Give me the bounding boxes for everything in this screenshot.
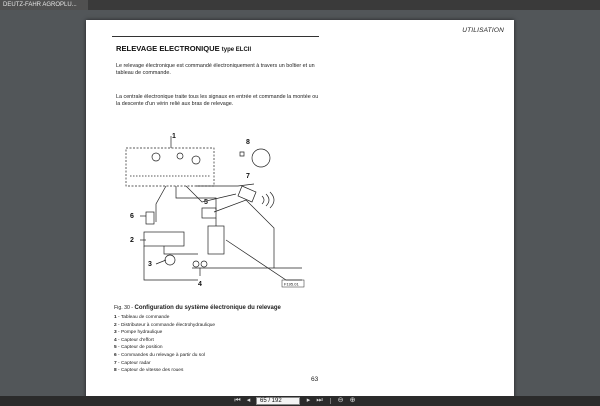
radar-sensor-drawing <box>237 185 257 203</box>
zoom-out-icon[interactable]: ⊖ <box>337 397 344 404</box>
legend-item: 7 - Capteur radar <box>114 360 151 366</box>
figure-caption: Fig. 30 - Configuration du système élect… <box>114 305 281 311</box>
figure-label-5: 5 <box>204 199 208 206</box>
figure-tag: F195.01 <box>284 282 299 287</box>
prev-page-icon[interactable]: ◂ <box>246 397 251 404</box>
pump-drawing <box>164 254 176 266</box>
legend-item: 2 - Distributeur à commande électrohydra… <box>114 322 216 328</box>
figure-label-3: 3 <box>148 261 152 268</box>
draft-sensor-drawing <box>192 260 200 268</box>
document-viewer[interactable] <box>0 10 600 406</box>
viewer-toolbar: ⏮ ◂ 65 / 192 ▸ ⏭ ⊖ ⊕ <box>0 396 600 406</box>
header-rule <box>112 36 319 37</box>
figure-label-1: 1 <box>172 133 176 140</box>
document-tab[interactable]: DEUTZ-FAHR AGROPLU... <box>0 0 88 10</box>
legend-item: 6 - Commandes du relevage à partir du so… <box>114 352 205 358</box>
running-head: UTILISATION <box>462 27 504 34</box>
toolbar-separator <box>330 398 331 404</box>
legend-item: 1 - Tableau de commande <box>114 315 170 320</box>
wheel-speed-sensor-drawing <box>251 148 271 168</box>
last-page-icon[interactable]: ⏭ <box>316 397 323 404</box>
figure-label-7: 7 <box>246 173 250 180</box>
position-sensor-drawing <box>201 207 217 219</box>
system-diagram: 1 8 7 6 5 2 3 4 F195.01 <box>125 133 305 288</box>
page-number-field[interactable]: 65 / 192 <box>256 397 300 405</box>
figure-label-4: 4 <box>198 281 202 288</box>
legend-item: 8 - Capteur de vitesse des roues <box>114 368 184 374</box>
figure-label-2: 2 <box>130 237 134 244</box>
title-main: RELEVAGE ELECTRONIQUE <box>116 44 220 53</box>
figure-legend: 1 - Tableau de commande 2 - Distributeur… <box>114 314 215 375</box>
title-bar: DEUTZ-FAHR AGROPLU... <box>0 0 600 10</box>
legend-item: 3 - Pompe hydraulique <box>114 330 163 336</box>
figure-label-8: 8 <box>246 139 250 146</box>
figure-label-6: 6 <box>130 213 134 220</box>
title-suffix: type ELCII <box>221 47 252 53</box>
distributor-drawing <box>143 231 185 247</box>
caption-title: Configuration du système électronique du… <box>134 305 281 311</box>
legend-item: 5 - Capteur de position <box>114 345 163 351</box>
ground-controls-drawing <box>145 211 155 225</box>
first-page-icon[interactable]: ⏮ <box>234 397 241 404</box>
page-number: 63 <box>311 376 319 383</box>
legend-item: 4 - Capteur d'effort <box>114 337 154 343</box>
caption-prefix: Fig. 30 - <box>114 305 134 311</box>
next-page-icon[interactable]: ▸ <box>306 397 311 404</box>
pdf-page <box>86 20 514 406</box>
description-paragraph: La centrale électronique traite tous les… <box>116 94 319 108</box>
intro-paragraph: Le relevage électronique est commandé él… <box>116 63 315 77</box>
zoom-in-icon[interactable]: ⊕ <box>349 397 356 404</box>
control-panel-drawing <box>125 147 215 187</box>
section-title: RELEVAGE ELECTRONIQUE type ELCII <box>116 44 251 53</box>
